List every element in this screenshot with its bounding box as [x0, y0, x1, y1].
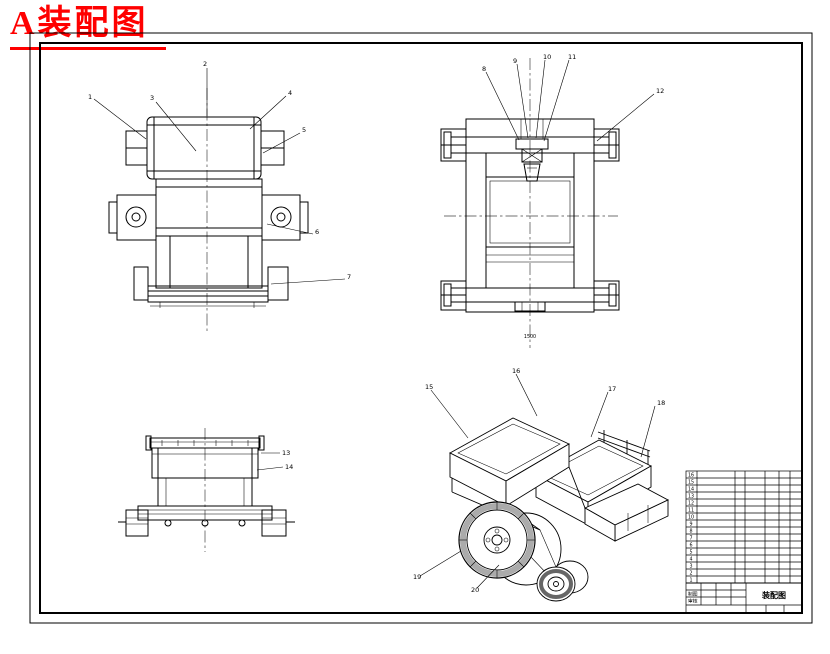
callout-number: 3 — [150, 94, 154, 102]
top-view-callouts: 8 9 10 11 12 — [482, 53, 664, 142]
parts-table-text: 16 15 14 13 12 11 10 9 8 7 6 5 4 3 2 1 制… — [688, 473, 786, 605]
callout-number: 13 — [282, 449, 290, 457]
part-row-number: 14 — [688, 487, 694, 493]
part-row-number: 6 — [689, 543, 692, 549]
part-row-number: 15 — [688, 480, 694, 486]
callout-number: 8 — [482, 65, 486, 73]
front-view — [108, 88, 309, 332]
callout-number: 7 — [347, 273, 351, 281]
isometric-view — [449, 417, 670, 602]
title-block-checked-label: 审核 — [688, 598, 698, 605]
callout-number: 6 — [315, 228, 319, 236]
callout-number: 10 — [543, 53, 551, 61]
dimension-text: 1500 — [524, 334, 536, 340]
callout-number: 11 — [568, 53, 576, 61]
callout-number: 17 — [608, 385, 616, 393]
rear-view-callouts: 13 14 — [256, 449, 293, 471]
part-row-number: 1 — [689, 578, 692, 584]
callout-number: 14 — [285, 463, 293, 471]
callout-number: 20 — [471, 586, 479, 594]
part-row-number: 5 — [689, 550, 692, 556]
part-row-number: 8 — [689, 529, 692, 535]
part-row-number: 16 — [688, 473, 694, 479]
part-row-number: 10 — [688, 515, 694, 521]
callout-number: 4 — [288, 89, 292, 97]
callout-number: 12 — [656, 87, 664, 95]
part-row-number: 3 — [689, 564, 692, 570]
callout-number: 2 — [203, 60, 207, 68]
part-row-number: 11 — [688, 508, 694, 514]
title-block-drawing-name: 装配图 — [761, 590, 786, 600]
part-row-number: 2 — [689, 571, 692, 577]
top-view: 1500 — [440, 58, 620, 348]
callout-number: 5 — [302, 126, 306, 134]
part-row-number: 12 — [688, 501, 694, 507]
part-row-number: 7 — [689, 536, 692, 542]
parts-table — [685, 470, 803, 614]
callout-number: 16 — [512, 367, 520, 375]
callout-number: 18 — [657, 399, 665, 407]
drawing-border — [29, 32, 813, 624]
part-row-number: 13 — [688, 494, 694, 500]
callout-number: 19 — [413, 573, 421, 581]
part-row-number: 9 — [689, 522, 692, 528]
callout-number: 15 — [425, 383, 433, 391]
rear-view — [118, 428, 295, 552]
title-underline — [10, 47, 166, 50]
callout-number: 9 — [513, 57, 517, 65]
isometric-view-callouts: 15 16 17 18 19 20 — [413, 367, 665, 594]
part-row-number: 4 — [689, 557, 692, 563]
page-title: A装配图 — [10, 5, 149, 42]
callout-number: 1 — [88, 93, 92, 101]
title-block-drawn-label: 制图 — [688, 591, 698, 598]
front-view-callouts: 1 2 3 4 5 6 7 — [88, 60, 351, 285]
